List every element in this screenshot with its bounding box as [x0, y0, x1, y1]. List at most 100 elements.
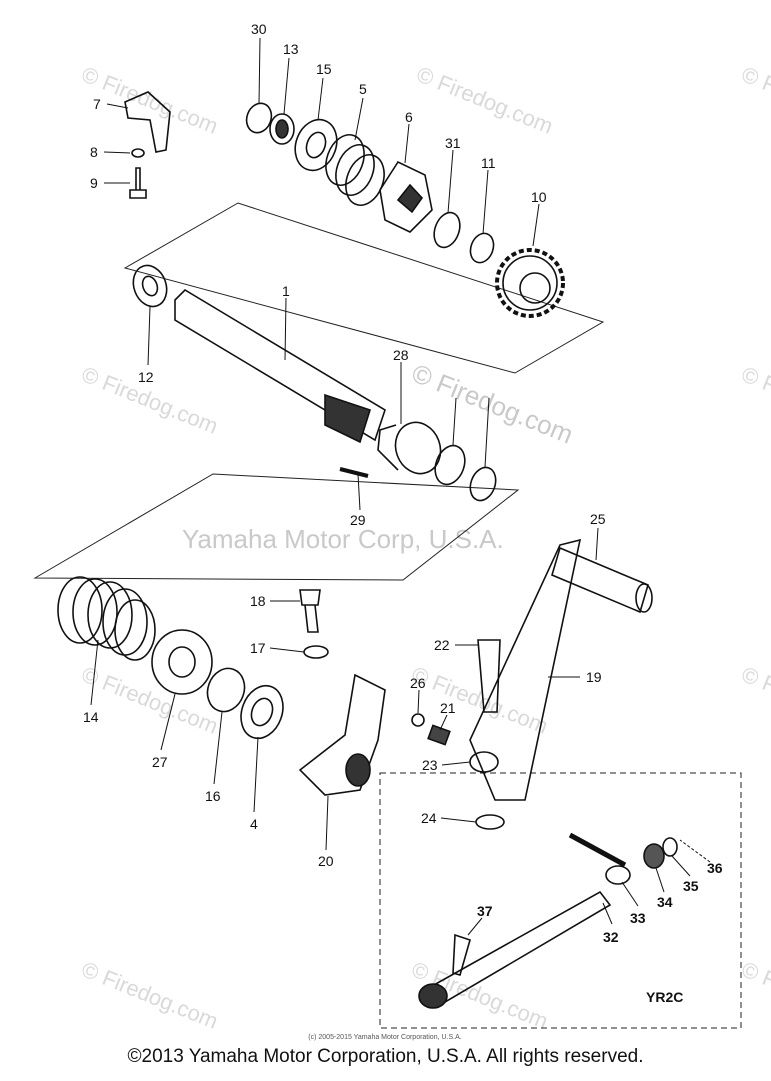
- spring-21: [427, 724, 451, 746]
- parts: [57, 91, 678, 1009]
- firedog-watermark: © Firedog.com: [738, 61, 771, 138]
- callout-24: 24: [421, 810, 437, 826]
- washer-3: [434, 444, 466, 486]
- part-34: [643, 843, 665, 869]
- washer-15-hole: [305, 131, 327, 159]
- part-33: [605, 865, 631, 885]
- pin-rod: [568, 832, 627, 868]
- callout-4: 4: [250, 816, 258, 832]
- callout-23: 23: [422, 757, 438, 773]
- center-watermark: Yamaha Motor Corp, U.S.A.: [182, 524, 504, 554]
- ratchet-6-teeth: [396, 183, 424, 214]
- leader-24: [440, 817, 477, 823]
- leader-29: [357, 473, 361, 511]
- gear-10: [495, 248, 565, 318]
- leader-17: [269, 647, 305, 653]
- leader-32: [602, 902, 613, 925]
- leader-4: [253, 736, 259, 813]
- callout-25: 25: [590, 511, 606, 527]
- spring-5-coil: [325, 134, 365, 186]
- copyright-notice: ©2013 Yamaha Motor Corporation, U.S.A. A…: [127, 1046, 644, 1067]
- bearing-16: [206, 667, 246, 713]
- pin-22: [477, 639, 501, 713]
- group-outlines: [33, 202, 742, 1029]
- leader-30: [258, 37, 261, 105]
- small-copyright: (c) 2005-2015 Yamaha Motor Corporation, …: [308, 1034, 461, 1041]
- kick-boss-20-hole: [345, 753, 371, 787]
- firedog-watermark: © Firedog.com: [738, 661, 771, 738]
- bolt-37: [452, 933, 471, 976]
- clip-11: [469, 232, 495, 264]
- clip-23: [469, 751, 499, 773]
- spring-5-coil: [335, 144, 375, 196]
- leader-5: [354, 97, 364, 141]
- leader-3: [452, 397, 457, 446]
- callout-26: 26: [410, 675, 426, 691]
- callout-6: 6: [405, 109, 413, 125]
- circlip-2: [469, 466, 497, 502]
- callout-13: 13: [283, 41, 299, 57]
- kick-boss-20: [298, 673, 386, 796]
- watermark-layer: © Firedog.com © Firedog.com © Firedog.co…: [78, 61, 771, 1033]
- washer-17: [303, 645, 329, 659]
- bolt-9: [129, 167, 147, 199]
- washer-4: [240, 684, 284, 740]
- circlip-30: [245, 102, 273, 134]
- firedog-watermark: © Firedog.com: [78, 956, 221, 1033]
- kick-grip-25-end: [635, 583, 653, 613]
- part-35: [662, 837, 678, 857]
- firedog-watermark: © Firedog.com: [408, 358, 578, 450]
- callout-36: 36: [707, 860, 723, 876]
- callout-30: 30: [251, 21, 267, 37]
- leader-14: [90, 639, 99, 706]
- leader-11: [482, 169, 489, 235]
- leader-23: [441, 761, 471, 766]
- leader-8: [103, 151, 131, 154]
- collar-27-hole: [168, 646, 196, 678]
- ratchet-6: [379, 160, 433, 233]
- callout-8: 8: [90, 144, 98, 160]
- gear-10-body: [502, 255, 558, 311]
- kick-grip-25: [551, 546, 649, 614]
- leader-6: [404, 123, 410, 164]
- callout-5: 5: [359, 81, 367, 97]
- spring-14-coil: [87, 581, 133, 649]
- washer-12-hole: [141, 275, 159, 297]
- washer-15: [294, 118, 338, 172]
- callout-18: 18: [250, 593, 266, 609]
- leader-33: [621, 881, 639, 907]
- spring-14-coil: [102, 588, 148, 656]
- leader-27: [160, 693, 176, 751]
- callout-32: 32: [603, 929, 619, 945]
- leader-16: [213, 711, 223, 785]
- callout-21: 21: [440, 700, 456, 716]
- callout-1: 1: [282, 283, 290, 299]
- callout-37: 37: [477, 903, 493, 919]
- leader-13: [283, 57, 290, 115]
- shaft-1: [174, 288, 386, 442]
- clip-24: [475, 814, 505, 830]
- leader-12: [147, 306, 151, 366]
- firedog-watermark: © Firedog.com: [738, 956, 771, 1033]
- leader-10: [532, 203, 540, 247]
- callout-19: 19: [586, 669, 602, 685]
- bolt-18: [299, 589, 321, 633]
- leader-34: [655, 867, 665, 893]
- callout-7: 7: [93, 96, 101, 112]
- spring-5-coil: [345, 154, 385, 206]
- callout-22: 22: [434, 637, 450, 653]
- callout-31: 31: [445, 135, 461, 151]
- callout-labels: 30 13 15 5 6 31 11 10 7 8 9 12 1 28 29 2…: [83, 21, 723, 1005]
- leader-15: [317, 77, 324, 121]
- ball-26: [411, 713, 425, 727]
- collar-27: [151, 629, 213, 695]
- spring-14-coil: [57, 576, 103, 644]
- washer-12: [132, 264, 168, 308]
- callout-10: 10: [531, 189, 547, 205]
- washer-4-hole: [250, 697, 274, 727]
- washer-8: [131, 148, 145, 158]
- spring-14-coil: [72, 578, 118, 646]
- bearing-13-center: [275, 119, 289, 139]
- circlip-31: [433, 211, 461, 249]
